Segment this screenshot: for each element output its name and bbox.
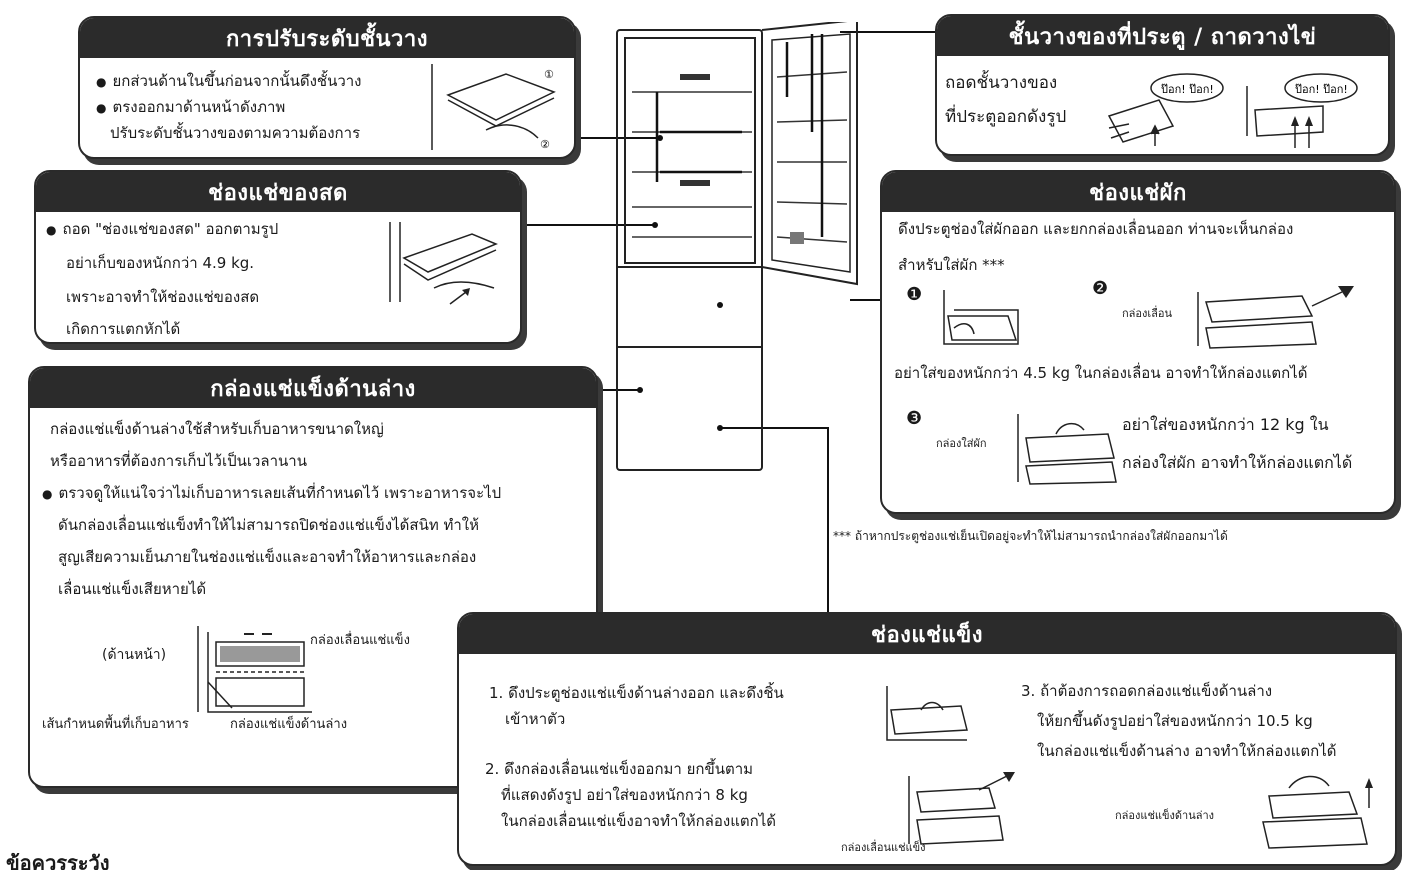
refrigerator-illustration xyxy=(612,22,862,482)
veg-slide-box-label: กล่องเลื่อน xyxy=(1122,306,1172,322)
veg-step-3-number: ❸ xyxy=(906,404,922,434)
veg-drawer-open-illustration xyxy=(934,280,1034,354)
freezer-step-2c: ในกล่องเลื่อนแช่แข็งอาจทำให้กล่องแตกได้ xyxy=(501,806,776,836)
door-shelf-illustration-1: ป๊อก! ป๊อก! xyxy=(1099,66,1229,152)
fresh-line-4: เกิดการแตกหักได้ xyxy=(66,314,180,344)
shelf-adjust-panel: การปรับระดับชั้นวาง ยกส่วนด้านในขึ้นก่อน… xyxy=(78,16,576,159)
fresh-compartment-panel: ช่องแช่ของสด ถอด "ช่องแช่ของสด" ออกตามรู… xyxy=(34,170,522,344)
door-shelf-panel: ชั้นวางของที่ประตู / ถาดวางไข่ ถอดชั้นวา… xyxy=(935,14,1390,156)
lower-freezer-title: กล่องแช่แข็งด้านล่าง xyxy=(30,368,596,408)
lower-freezer-line-1: กล่องแช่แข็งด้านล่างใช้สำหรับเก็บอาหารขน… xyxy=(50,414,384,444)
shelf-step-2-marker: ② xyxy=(540,138,550,151)
veg-warning-1: อย่าใส่ของหนักกว่า 4.5 kg ในกล่องเลื่อน … xyxy=(894,358,1307,388)
door-shelf-line-2: ที่ประตูออกดังรูป xyxy=(945,102,1066,132)
freezer-lower-box-label: กล่องแช่แข็งด้านล่าง xyxy=(1115,808,1214,824)
lower-freezer-illustration xyxy=(192,622,322,718)
veg-slide-box-illustration xyxy=(1192,272,1372,354)
freezer-step-1b: เข้าหาตัว xyxy=(505,704,565,734)
bottom-cut-heading: ข้อควรระวัง xyxy=(6,848,110,870)
veg-warning-2a: อย่าใส่ของหนักกว่า 12 kg ใน xyxy=(1122,410,1329,440)
lower-freezer-line-3: ตรวจดูให้แน่ใจว่าไม่เก็บอาหารเลยเส้นที่ก… xyxy=(42,478,501,509)
freezer-step-3a: 3. ถ้าต้องการถอดกล่องแช่แข็งด้านล่าง xyxy=(1021,676,1272,706)
lower-freezer-lower-box-label: กล่องแช่แข็งด้านล่าง xyxy=(230,714,347,736)
veg-box-label: กล่องใส่ผัก xyxy=(936,436,987,452)
fresh-line-2: อย่าเก็บของหนักกว่า 4.9 kg. xyxy=(66,248,254,278)
door-shelf-bubble-1: ป๊อก! ป๊อก! xyxy=(1161,83,1214,96)
freezer-slide-box-label: กล่องเลื่อนแช่แข็ง xyxy=(841,840,926,856)
freezer-step-3c: ในกล่องแช่แข็งด้านล่าง อาจทำให้กล่องแตกไ… xyxy=(1037,736,1337,766)
fresh-title: ช่องแช่ของสด xyxy=(36,172,520,212)
shelf-lift-illustration: ① ② xyxy=(426,60,566,154)
door-shelf-bubble-2: ป๊อก! ป๊อก! xyxy=(1295,83,1348,96)
freezer-step-3b: ให้ยกขึ้นดังรูปอย่าใส่ของหนักกว่า 10.5 k… xyxy=(1037,706,1313,736)
freezer-panel: ช่องแช่แข็ง 1. ดึงประตูช่องแช่แข็งด้านล่… xyxy=(457,612,1397,866)
door-shelf-title: ชั้นวางของที่ประตู / ถาดวางไข่ xyxy=(937,16,1388,56)
door-shelf-line-1: ถอดชั้นวางของ xyxy=(945,68,1057,98)
lower-freezer-line-6: เลื่อนแช่แข็งเสียหายได้ xyxy=(58,574,206,604)
lower-freezer-front-label: (ด้านหน้า) xyxy=(102,640,166,670)
lower-freezer-slide-box-label: กล่องเลื่อนแช่แข็ง xyxy=(310,630,410,652)
veg-box-illustration xyxy=(1012,408,1122,488)
freezer-step-3-illustration xyxy=(1249,768,1389,852)
lower-freezer-line-5: สูญเสียความเย็นภายในช่องแช่แข็งและอาจทำใ… xyxy=(58,542,476,572)
veg-footnote: *** ถ้าหากประตูช่องแช่เย็นเปิดอยู่จะทำให… xyxy=(833,528,1228,544)
veg-warning-2b: กล่องใส่ผัก อาจทำให้กล่องแตกได้ xyxy=(1122,448,1352,478)
shelf-step-1-marker: ① xyxy=(544,68,554,81)
shelf-adjust-title: การปรับระดับชั้นวาง xyxy=(80,18,574,58)
veg-intro-1: ดึงประตูช่องใส่ผักออก และยกกล่องเลื่อนออ… xyxy=(898,214,1293,244)
freezer-title: ช่องแช่แข็ง xyxy=(459,614,1395,654)
freezer-step-2-illustration xyxy=(899,770,1019,850)
freezer-step-1-illustration xyxy=(877,680,987,754)
lower-freezer-fill-line-label: เส้นกำหนดพื้นที่เก็บอาหาร xyxy=(42,714,189,736)
fresh-line-3: เพราะอาจทำให้ช่องแช่ของสด xyxy=(66,282,259,312)
fresh-drawer-illustration xyxy=(384,218,512,308)
fresh-line-1: ถอด "ช่องแช่ของสด" ออกตามรูป xyxy=(46,214,278,245)
veg-title: ช่องแช่ผัก xyxy=(882,172,1394,212)
door-shelf-illustration-2: ป๊อก! ป๊อก! xyxy=(1233,66,1383,152)
lower-freezer-line-4: ดันกล่องเลื่อนแช่แข็งทำให้ไม่สามารถปิดช่… xyxy=(58,510,479,540)
veg-intro-2: สำหรับใส่ผัก *** xyxy=(898,250,1005,280)
lower-freezer-line-2: หรืออาหารที่ต้องการเก็บไว้เป็นเวลานาน xyxy=(50,446,307,476)
vegetable-compartment-panel: ช่องแช่ผัก ดึงประตูช่องใส่ผักออก และยกกล… xyxy=(880,170,1396,514)
veg-step-1-number: ❶ xyxy=(906,280,922,310)
shelf-adjust-line-3: ปรับระดับชั้นวางของตามความต้องการ xyxy=(110,118,360,148)
veg-step-2-number: ❷ xyxy=(1092,274,1108,304)
